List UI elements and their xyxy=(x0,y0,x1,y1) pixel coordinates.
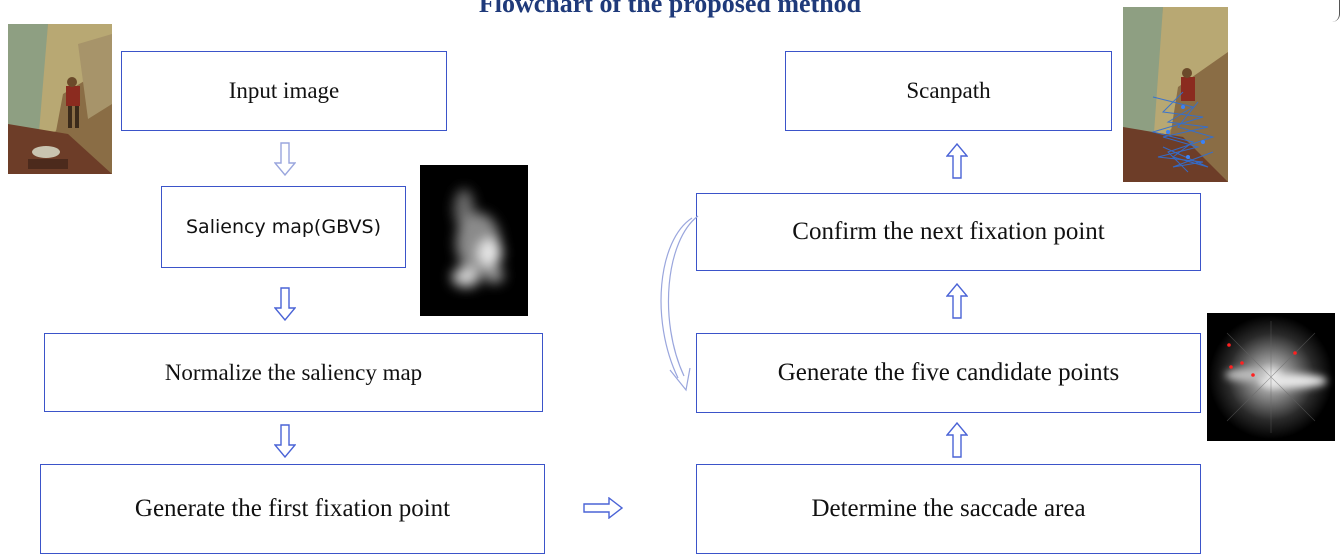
candidate-points-box: Generate the five candidate points xyxy=(696,333,1201,413)
arrow-down-icon xyxy=(274,424,296,458)
input-image-box: Input image xyxy=(121,51,447,131)
confirm-fixation-label: Confirm the next fixation point xyxy=(792,218,1105,245)
scanpath-box: Scanpath xyxy=(785,51,1112,131)
saliency-map-image xyxy=(420,165,528,316)
saccade-area-label: Determine the saccade area xyxy=(811,495,1086,522)
input-painting-image xyxy=(8,24,112,174)
saccade-area-box: Determine the saccade area xyxy=(696,464,1201,554)
arrow-up-icon xyxy=(946,422,968,458)
first-fixation-label: Generate the first fixation point xyxy=(134,495,451,522)
scanpath-label: Scanpath xyxy=(906,78,991,103)
arrow-right-icon xyxy=(583,497,623,519)
arrow-up-icon xyxy=(946,143,968,179)
saliency-map-label: Saliency map(GBVS) xyxy=(186,216,381,238)
scanpath-painting-image xyxy=(1123,7,1228,182)
arrow-down-icon xyxy=(274,142,296,176)
first-fixation-box: Generate the first fixation point xyxy=(40,464,545,554)
confirm-fixation-box: Confirm the next fixation point xyxy=(696,193,1201,271)
loop-arrow-icon xyxy=(660,215,699,392)
normalize-label: Normalize the saliency map xyxy=(164,359,423,385)
input-image-label: Input image xyxy=(228,78,340,103)
candidate-points-label: Generate the five candidate points xyxy=(777,359,1120,386)
arrow-down-icon xyxy=(274,287,296,321)
arrow-up-icon xyxy=(946,283,968,319)
normalize-box: Normalize the saliency map xyxy=(44,333,543,412)
diagram-title: Flowchart of the proposed method xyxy=(478,0,862,18)
candidate-points-image xyxy=(1207,313,1335,441)
saliency-map-box: Saliency map(GBVS) xyxy=(161,186,406,268)
